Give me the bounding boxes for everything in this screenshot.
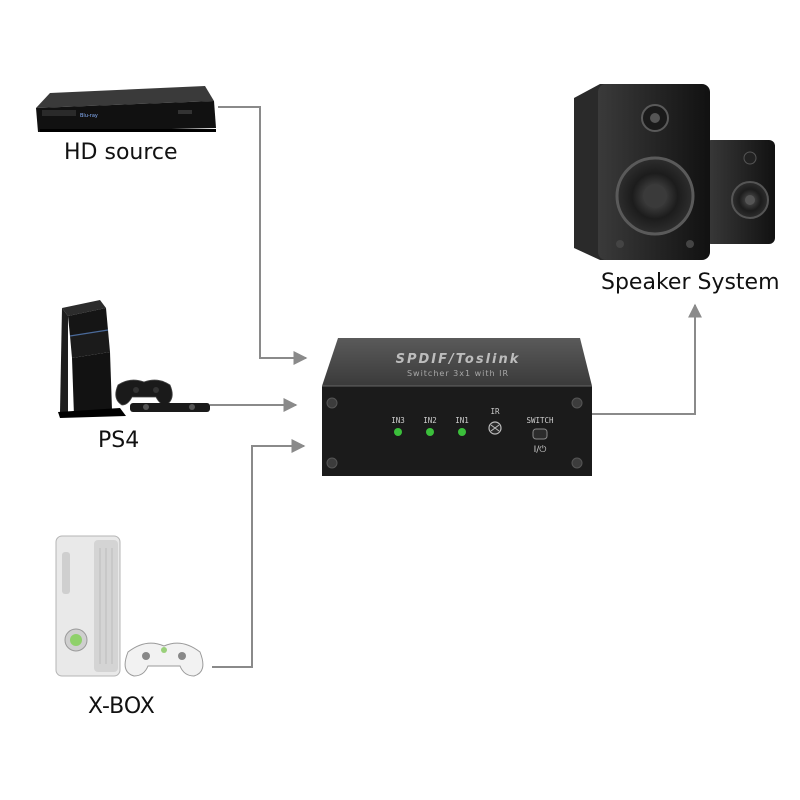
source-label-hd: HD source <box>64 140 178 165</box>
screw <box>571 457 583 469</box>
switcher-subtitle: Switcher 3x1 with IR <box>407 369 509 378</box>
input-label-in2: IN2 <box>423 416 437 425</box>
screw <box>326 397 338 409</box>
playstation-console-icon <box>58 300 210 418</box>
xbox-console-icon <box>55 535 204 677</box>
input-label-in3: IN3 <box>391 416 405 425</box>
switcher-title: SPDIF/Toslink <box>396 352 521 367</box>
led-in2 <box>426 428 434 436</box>
led-in1 <box>458 428 466 436</box>
source-label-ps4: PS4 <box>98 428 140 453</box>
arrow-xbox-to-switcher <box>212 439 306 668</box>
screw <box>326 457 338 469</box>
switch-label: SWITCH <box>526 416 554 425</box>
svg-text:Blu-ray: Blu-ray <box>80 113 98 119</box>
arrow-switcher-to-speakers <box>590 303 702 415</box>
power-label: I/⏻ <box>534 444 547 455</box>
blu-ray-player-icon: Blu-ray <box>36 86 216 132</box>
switch-button[interactable] <box>532 428 548 440</box>
led-in3 <box>394 428 402 436</box>
arrow-hd-to-switcher <box>218 106 308 365</box>
output-label-speakers: Speaker System <box>601 270 780 295</box>
bookshelf-speakers-icon <box>574 84 775 260</box>
input-label-in1: IN1 <box>455 416 469 425</box>
ir-label: IR <box>490 407 500 416</box>
spdif-switcher-device: SPDIF/Toslink Switcher 3x1 with IR IN3 I… <box>322 338 592 476</box>
connection-arrows <box>210 106 702 668</box>
screw <box>571 397 583 409</box>
source-label-xbox: X-BOX <box>88 694 155 719</box>
